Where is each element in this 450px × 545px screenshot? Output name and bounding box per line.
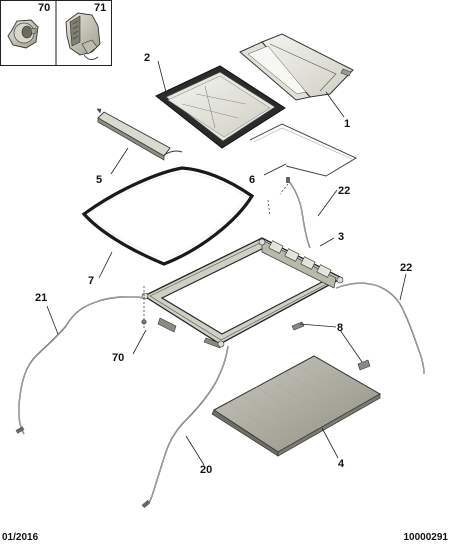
part-6-seal-strip bbox=[249, 123, 358, 177]
callout-21: 21 bbox=[35, 292, 47, 304]
footer-doc-number: 10000291 bbox=[404, 532, 449, 543]
callout-3: 3 bbox=[338, 231, 344, 243]
part-21-drain-tube bbox=[15, 296, 146, 435]
callout-5: 5 bbox=[96, 174, 102, 186]
part-1-glass-panel bbox=[239, 33, 354, 101]
callout-70: 70 bbox=[112, 352, 124, 364]
callout-labels: 2 1 5 6 22 3 7 22 21 8 70 4 20 bbox=[35, 52, 412, 476]
callout-20: 20 bbox=[200, 464, 212, 476]
callout-2: 2 bbox=[144, 52, 150, 64]
part-3-sunroof-frame bbox=[141, 237, 344, 349]
part-2-glass-frame bbox=[155, 65, 286, 149]
part-4-sun-blind bbox=[211, 355, 382, 457]
nut-icon bbox=[7, 19, 39, 49]
callout-8: 8 bbox=[337, 322, 343, 334]
callout-7: 7 bbox=[88, 275, 94, 287]
leader-lines bbox=[46, 60, 407, 466]
callout-22-front: 22 bbox=[338, 185, 350, 197]
inset-number-71: 71 bbox=[94, 2, 106, 14]
footer-date-code: 01/2016 bbox=[2, 532, 39, 543]
part-5-wind-deflector bbox=[96, 108, 183, 161]
callout-4: 4 bbox=[338, 458, 345, 470]
clip-icon bbox=[65, 12, 101, 60]
part-22-drain-tube-rear bbox=[335, 282, 425, 375]
inset-number-70: 70 bbox=[38, 2, 50, 14]
callout-22-rear: 22 bbox=[400, 262, 412, 274]
inset-box: 70 71 bbox=[0, 0, 112, 66]
part-22-drain-tube-front bbox=[267, 177, 311, 249]
part-20-drain-tube bbox=[141, 345, 229, 509]
callout-6: 6 bbox=[249, 174, 255, 186]
part-7-roof-seal bbox=[81, 166, 255, 266]
callout-1: 1 bbox=[344, 118, 350, 130]
fastener-70-marker bbox=[141, 286, 147, 330]
